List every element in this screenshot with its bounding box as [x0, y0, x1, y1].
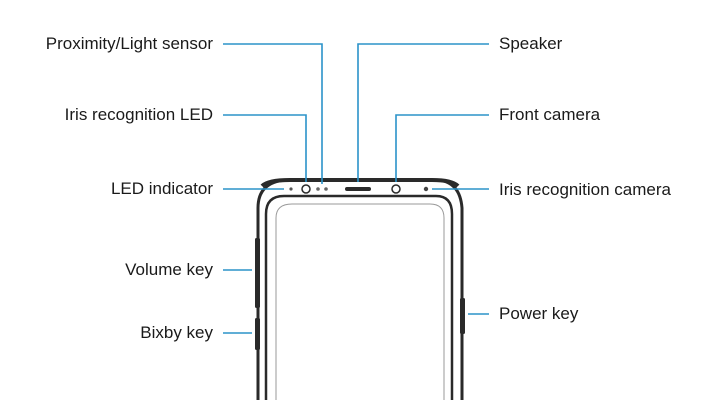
front-camera-shape: [391, 184, 401, 194]
callout-iris-led: [223, 114, 307, 182]
bixby-key-shape: [255, 318, 260, 350]
proximity-sensor-dot-2: [324, 187, 328, 191]
label-led-indicator: LED indicator: [110, 179, 213, 198]
callout-proximity: [223, 43, 323, 184]
callout-speaker: [357, 43, 489, 182]
label-iris-recognition-led: Iris recognition LED: [64, 105, 213, 124]
speaker-slot: [345, 187, 371, 191]
label-speaker: Speaker: [499, 34, 563, 53]
iris-led-shape: [301, 184, 311, 194]
phone-body-outline: [256, 178, 464, 400]
screen-outline: [264, 194, 454, 400]
volume-key-shape: [255, 238, 260, 308]
label-power-key: Power key: [499, 304, 579, 323]
label-bixby-key: Bixby key: [140, 323, 213, 342]
label-iris-recognition-camera: Iris recognition camera: [499, 180, 671, 199]
label-volume-key: Volume key: [125, 260, 213, 279]
proximity-sensor-dot-1: [316, 187, 320, 191]
iris-camera-dot: [423, 186, 429, 192]
phone-top-edge: [260, 178, 460, 188]
label-proximity-light-sensor: Proximity/Light sensor: [45, 34, 213, 53]
screen-inner-edge: [275, 203, 445, 400]
led-indicator-dot: [289, 187, 293, 191]
label-front-camera: Front camera: [499, 105, 601, 124]
callout-front-camera: [395, 114, 489, 182]
power-key-shape: [460, 298, 465, 334]
